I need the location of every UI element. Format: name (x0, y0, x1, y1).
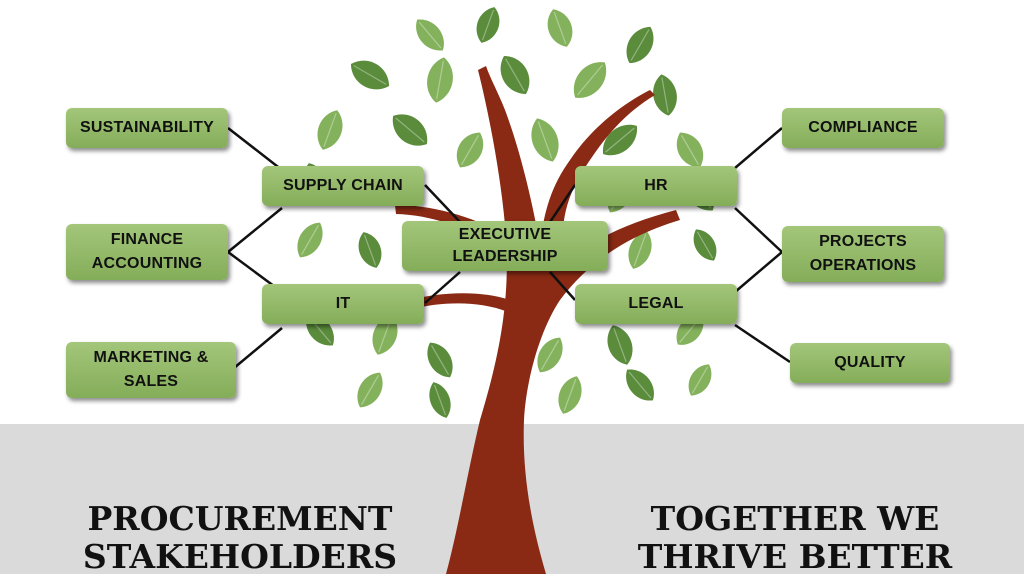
leaf-vein (691, 366, 709, 394)
leaf-vein (696, 231, 714, 259)
node-legal: LEGAL (575, 284, 737, 324)
node-label: SUPPLY CHAIN (283, 177, 403, 194)
leaf (476, 7, 500, 43)
leaf-vein (433, 384, 447, 416)
leaf-vein (613, 328, 627, 362)
leaf-vein (436, 60, 444, 100)
node-executive-leadership: EXECUTIVE LEADERSHIP (402, 221, 608, 271)
connector-line (424, 184, 461, 223)
leaf-vein (633, 233, 647, 267)
leaf-vein (563, 378, 577, 412)
leaf-vein (300, 224, 320, 256)
node-hr: HR (575, 166, 737, 206)
node-marketing-sales: MARKETING & SALES (66, 342, 236, 398)
leaf (693, 229, 717, 261)
node-label: FINANCE ACCOUNTING (91, 231, 203, 272)
connector-line (227, 207, 283, 253)
leaf (427, 342, 453, 378)
leaf-vein (553, 11, 567, 45)
connector-line (227, 127, 283, 171)
leaf (653, 74, 677, 116)
connector-line (233, 327, 283, 369)
leaf-vein (363, 234, 377, 266)
node-supply-chain: SUPPLY CHAIN (262, 166, 424, 206)
node-projects-operations: PROJECTS OPERATIONS (782, 226, 944, 282)
leaf-vein (460, 134, 480, 166)
leaf (537, 337, 563, 373)
leaf (626, 26, 654, 64)
leaf (297, 222, 323, 258)
node-finance-accounting: FINANCE ACCOUNTING (66, 224, 228, 280)
leaf-vein (481, 9, 495, 41)
node-label: EXECUTIVE LEADERSHIP (452, 226, 558, 265)
leaf (531, 118, 559, 162)
leaf (626, 369, 654, 401)
leaf-vein (430, 344, 450, 376)
leaf-vein (576, 64, 604, 96)
connector-line (734, 251, 783, 293)
leaf (416, 19, 444, 51)
leaf (603, 124, 637, 156)
leaf (547, 9, 573, 47)
leaf (628, 231, 652, 269)
caption-left: PROCUREMENT STAKEHOLDERS (70, 462, 410, 576)
leaf-vein (505, 58, 525, 92)
connector-line (734, 207, 783, 253)
leaf (429, 382, 451, 418)
caption-left-text: PROCUREMENT STAKEHOLDERS (82, 499, 398, 576)
caption-right: TOGETHER WE THRIVE BETTER (620, 462, 970, 576)
node-label: SUSTAINABILITY (79, 119, 215, 136)
leaf (357, 372, 383, 408)
leaf (317, 110, 343, 150)
connector-lines (227, 127, 791, 369)
node-quality: QUALITY (790, 343, 950, 383)
leaf-cluster (297, 7, 717, 418)
connector-line (548, 184, 577, 223)
tree-trunk (446, 66, 680, 574)
leaf-vein (323, 113, 337, 147)
node-label: MARKETING & SALES (93, 349, 209, 390)
node-label: IT (335, 295, 351, 312)
leaf (427, 57, 453, 103)
connector-line (734, 323, 791, 364)
node-label: LEGAL (628, 295, 684, 312)
leaf-vein (680, 134, 700, 166)
leaf-vein (353, 65, 387, 85)
leaf (607, 325, 633, 365)
leaf (688, 364, 712, 396)
node-label: COMPLIANCE (808, 119, 918, 136)
node-label: HR (644, 177, 668, 194)
node-sustainability: SUSTAINABILITY (66, 108, 228, 148)
leaf-vein (605, 127, 635, 153)
leaf (558, 376, 582, 414)
leaf (500, 55, 530, 95)
leaf-vein (395, 117, 425, 143)
node-compliance: COMPLIANCE (782, 108, 944, 148)
leaf-vein (540, 339, 560, 371)
connector-line (549, 271, 576, 301)
leaf (573, 62, 607, 98)
tree-branch (410, 293, 510, 312)
leaf (456, 132, 484, 168)
leaf-vein (537, 121, 553, 159)
connector-line (424, 271, 461, 304)
node-label: PROJECTS OPERATIONS (809, 233, 917, 274)
leaf-vein (418, 21, 442, 49)
connector-line (734, 127, 783, 169)
tree-branch (395, 205, 505, 250)
leaf (372, 315, 398, 355)
leaf-vein (628, 371, 652, 399)
leaf-vein (630, 29, 650, 61)
node-it: IT (262, 284, 424, 324)
leaf (358, 232, 382, 268)
caption-right-text: TOGETHER WE THRIVE BETTER (637, 499, 953, 576)
leaf-vein (360, 374, 380, 406)
leaf-vein (661, 77, 669, 113)
node-label: QUALITY (834, 354, 906, 371)
leaf (350, 60, 390, 90)
leaf (392, 114, 428, 146)
leaf (676, 132, 704, 168)
